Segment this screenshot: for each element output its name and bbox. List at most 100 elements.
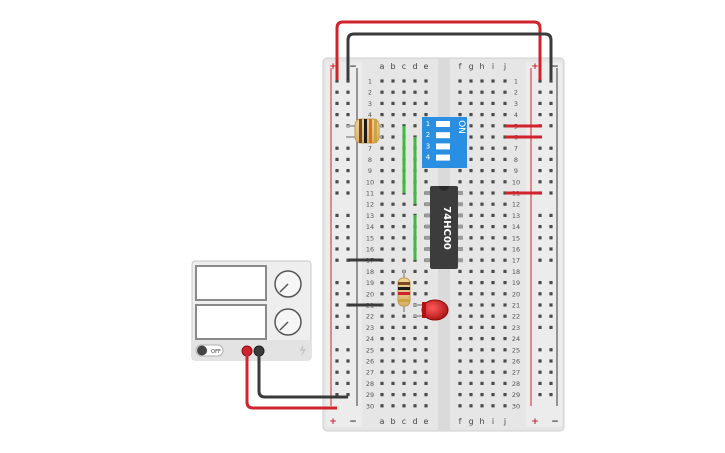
- rail-hole[interactable]: [549, 101, 553, 105]
- rail-hole[interactable]: [549, 113, 553, 117]
- rail-hole[interactable]: [538, 314, 542, 318]
- breadboard-hole[interactable]: [480, 269, 484, 273]
- rail-hole[interactable]: [335, 146, 339, 150]
- breadboard-hole[interactable]: [469, 113, 473, 117]
- breadboard-hole[interactable]: [480, 370, 484, 374]
- breadboard-hole[interactable]: [413, 281, 417, 285]
- breadboard-hole[interactable]: [469, 236, 473, 240]
- rail-hole[interactable]: [335, 101, 339, 105]
- breadboard-hole[interactable]: [391, 101, 395, 105]
- dip-switch-lever[interactable]: [436, 154, 450, 161]
- breadboard-hole[interactable]: [458, 79, 462, 83]
- breadboard-hole[interactable]: [469, 292, 473, 296]
- breadboard-hole[interactable]: [380, 101, 384, 105]
- breadboard-hole[interactable]: [480, 225, 484, 229]
- breadboard-hole[interactable]: [413, 404, 417, 408]
- rail-hole[interactable]: [538, 359, 542, 363]
- breadboard-hole[interactable]: [469, 213, 473, 217]
- rail-hole[interactable]: [335, 225, 339, 229]
- breadboard-hole[interactable]: [402, 348, 406, 352]
- breadboard-hole[interactable]: [380, 337, 384, 341]
- breadboard-hole[interactable]: [424, 292, 428, 296]
- breadboard-hole[interactable]: [469, 348, 473, 352]
- rail-hole[interactable]: [538, 213, 542, 217]
- breadboard-hole[interactable]: [503, 359, 507, 363]
- breadboard-hole[interactable]: [469, 381, 473, 385]
- rail-hole[interactable]: [346, 314, 350, 318]
- breadboard-hole[interactable]: [391, 247, 395, 251]
- breadboard-hole[interactable]: [491, 90, 495, 94]
- breadboard-hole[interactable]: [503, 269, 507, 273]
- breadboard-hole[interactable]: [458, 348, 462, 352]
- breadboard-hole[interactable]: [503, 370, 507, 374]
- rail-hole[interactable]: [549, 90, 553, 94]
- rail-hole[interactable]: [549, 79, 553, 83]
- breadboard-hole[interactable]: [402, 236, 406, 240]
- rail-hole[interactable]: [346, 325, 350, 329]
- breadboard-hole[interactable]: [380, 191, 384, 195]
- rail-hole[interactable]: [346, 79, 350, 83]
- breadboard-hole[interactable]: [380, 348, 384, 352]
- rail-hole[interactable]: [335, 314, 339, 318]
- breadboard-hole[interactable]: [491, 269, 495, 273]
- breadboard-hole[interactable]: [458, 393, 462, 397]
- breadboard-hole[interactable]: [380, 180, 384, 184]
- breadboard-hole[interactable]: [503, 180, 507, 184]
- breadboard-hole[interactable]: [424, 281, 428, 285]
- rail-hole[interactable]: [335, 325, 339, 329]
- rail-hole[interactable]: [538, 325, 542, 329]
- breadboard-hole[interactable]: [458, 303, 462, 307]
- breadboard-hole[interactable]: [402, 370, 406, 374]
- breadboard-hole[interactable]: [458, 113, 462, 117]
- breadboard-hole[interactable]: [402, 404, 406, 408]
- breadboard-hole[interactable]: [380, 113, 384, 117]
- breadboard-hole[interactable]: [469, 404, 473, 408]
- breadboard-hole[interactable]: [424, 269, 428, 273]
- rail-hole[interactable]: [346, 213, 350, 217]
- breadboard-hole[interactable]: [391, 258, 395, 262]
- breadboard-hole[interactable]: [458, 169, 462, 173]
- breadboard-hole[interactable]: [402, 314, 406, 318]
- rail-hole[interactable]: [346, 146, 350, 150]
- rail-hole[interactable]: [549, 314, 553, 318]
- breadboard-hole[interactable]: [424, 404, 428, 408]
- breadboard-hole[interactable]: [469, 180, 473, 184]
- breadboard-hole[interactable]: [469, 169, 473, 173]
- breadboard-hole[interactable]: [491, 325, 495, 329]
- dip-switch-lever[interactable]: [436, 132, 450, 139]
- rail-hole[interactable]: [549, 281, 553, 285]
- breadboard-hole[interactable]: [491, 101, 495, 105]
- breadboard-hole[interactable]: [480, 303, 484, 307]
- breadboard-hole[interactable]: [391, 325, 395, 329]
- breadboard-hole[interactable]: [391, 292, 395, 296]
- rail-hole[interactable]: [335, 236, 339, 240]
- breadboard-hole[interactable]: [491, 292, 495, 296]
- breadboard-hole[interactable]: [469, 157, 473, 161]
- breadboard-hole[interactable]: [480, 113, 484, 117]
- breadboard-hole[interactable]: [402, 101, 406, 105]
- rail-hole[interactable]: [538, 146, 542, 150]
- rail-hole[interactable]: [549, 370, 553, 374]
- dip-switch-lever[interactable]: [436, 143, 450, 150]
- breadboard-hole[interactable]: [424, 359, 428, 363]
- breadboard-hole[interactable]: [491, 314, 495, 318]
- breadboard-hole[interactable]: [491, 124, 495, 128]
- breadboard-hole[interactable]: [480, 314, 484, 318]
- breadboard-hole[interactable]: [413, 337, 417, 341]
- breadboard-hole[interactable]: [503, 236, 507, 240]
- breadboard-hole[interactable]: [503, 213, 507, 217]
- breadboard-hole[interactable]: [480, 124, 484, 128]
- breadboard-hole[interactable]: [469, 247, 473, 251]
- breadboard-hole[interactable]: [480, 393, 484, 397]
- breadboard-hole[interactable]: [424, 393, 428, 397]
- breadboard-hole[interactable]: [491, 213, 495, 217]
- rail-hole[interactable]: [346, 101, 350, 105]
- breadboard-hole[interactable]: [402, 113, 406, 117]
- breadboard-hole[interactable]: [503, 202, 507, 206]
- rail-hole[interactable]: [335, 157, 339, 161]
- breadboard-hole[interactable]: [469, 225, 473, 229]
- rail-hole[interactable]: [335, 281, 339, 285]
- supply-black-wire[interactable]: [257, 351, 348, 399]
